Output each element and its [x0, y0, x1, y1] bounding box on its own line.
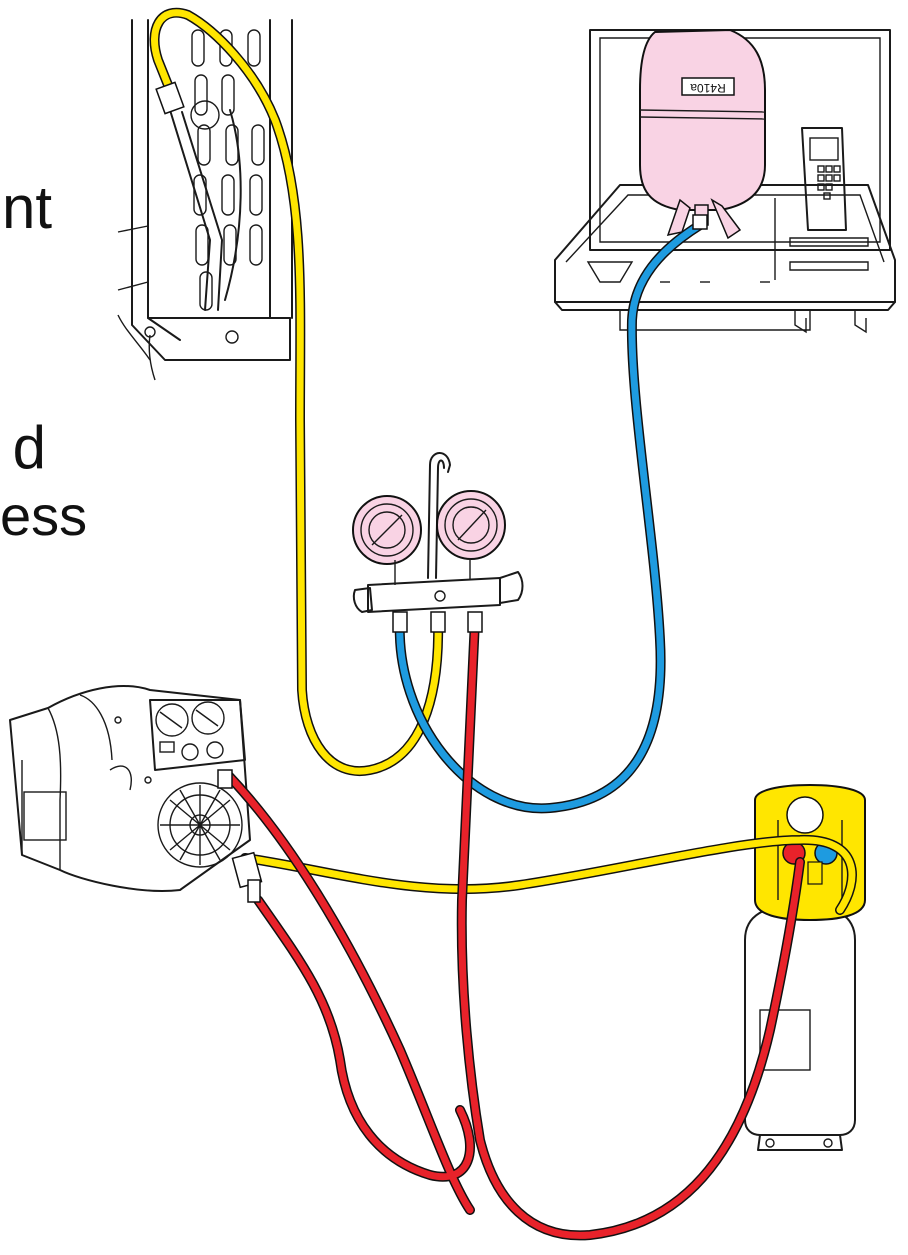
red-hose-gauge	[456, 615, 805, 1241]
red-hose-machine	[223, 770, 475, 1215]
cylinder-label: R410a	[690, 81, 726, 95]
manifold-gauge-set-icon	[352, 452, 524, 613]
yellow-hose-upper	[149, 7, 444, 777]
heat-exchanger-coil-icon	[117, 19, 293, 381]
text-fragment-1: nt	[1, 174, 52, 241]
recovery-machine-icon	[9, 685, 251, 892]
refrigerant-cylinder-r410a-icon: R410a	[639, 28, 766, 240]
yellow-hose-lower	[240, 834, 857, 915]
hose-fittings	[155, 81, 708, 903]
recovery-tank-icon	[744, 783, 866, 1151]
text-fragment-2: d	[12, 414, 46, 481]
